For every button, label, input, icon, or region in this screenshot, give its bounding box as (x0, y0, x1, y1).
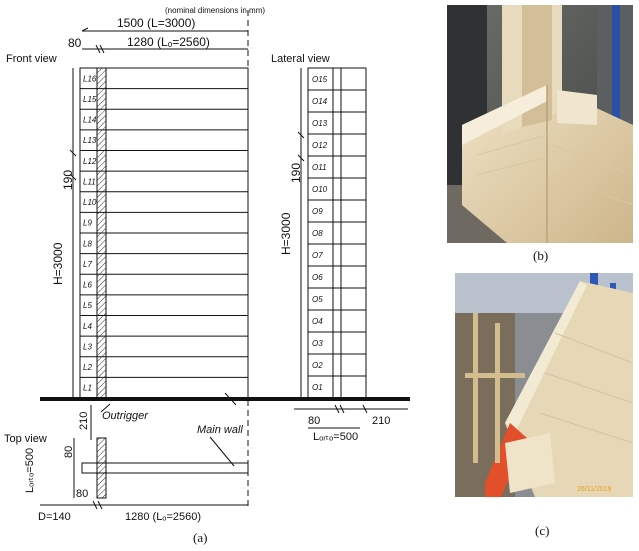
lateral-layer-label: O12 (312, 141, 328, 150)
front-layer-label: L5 (83, 301, 92, 310)
dim-tick (92, 500, 98, 510)
bottom-dim-depth: D=140 (38, 511, 71, 523)
photo-c-image: 26/11/2019 (455, 273, 633, 497)
photo-b-image (447, 5, 633, 243)
main-wall-section-top (81, 462, 249, 474)
main-wall-label: Main wall (197, 424, 243, 436)
caption-panel-b: (b) (533, 248, 549, 263)
lateral-layer-label: O1 (312, 383, 323, 392)
lateral-layer-label: O9 (312, 207, 323, 216)
front-layer-label: L7 (83, 260, 92, 269)
lateral-layer-label: O13 (312, 119, 328, 128)
dim-arrow-left (81, 27, 89, 32)
dim-tick (95, 44, 101, 54)
lateral-layer-label: O14 (312, 97, 328, 106)
front-layer-label: L10 (83, 198, 97, 207)
dim-wall-length: 1280 (Lₒ=2560) (127, 35, 210, 49)
lateral-layer-label: O2 (312, 361, 323, 370)
layer-height-label-lateral: 190 (289, 163, 303, 183)
lateral-dim-210: 210 (372, 415, 390, 427)
front-layer-label: L6 (83, 281, 92, 290)
height-label-front: H=3000 (51, 242, 65, 285)
caption-panel-a: (a) (193, 530, 208, 545)
outrigger-leader (100, 403, 111, 413)
dim-tick (334, 404, 340, 414)
top-dim-80-vertical: 80 (63, 446, 75, 458)
photo-panel-c: 26/11/2019 (455, 273, 633, 497)
front-layer-label: L3 (83, 342, 92, 351)
lateral-outrigger-strip (332, 67, 342, 399)
lateral-layer-label: O3 (312, 339, 323, 348)
main-wall-leader (209, 436, 235, 467)
outrigger-label: Outrigger (102, 410, 149, 422)
front-layer-label: L12 (83, 157, 97, 166)
lateral-main-wall (340, 67, 367, 399)
dim-tick (69, 149, 77, 157)
lateral-layer-label: O10 (312, 185, 328, 194)
dim-tick (339, 404, 345, 414)
dim-tick (297, 131, 305, 139)
lateral-dim-80: 80 (308, 415, 320, 427)
lateral-layer-label: O15 (312, 75, 328, 84)
photo-c-date-stamp: 26/11/2019 (577, 486, 612, 493)
lateral-layer-label: O6 (312, 273, 323, 282)
nominal-dimensions-note: (nominal dimensions in mm) (165, 6, 265, 15)
dim-tick (362, 404, 368, 414)
front-layer-label: L4 (83, 322, 92, 331)
lateral-dim-lorto: Lₒᵣₜₒ=500 (313, 431, 358, 443)
front-layer-label: L14 (83, 116, 97, 125)
photo-panel-b (447, 5, 633, 243)
front-view-label: Front view (6, 53, 57, 65)
bottom-dim-wall: 1280 (Lₒ=2560) (125, 511, 201, 523)
lateral-layer-label: O4 (312, 317, 323, 326)
outrigger-section-front (96, 67, 107, 399)
dim-tick (69, 173, 77, 181)
dim-total-length: 1500 (L=3000) (117, 16, 195, 30)
front-layer-label: L9 (83, 219, 92, 228)
layer-height-label-front: 190 (61, 170, 75, 190)
height-label-lateral: H=3000 (279, 212, 293, 255)
lateral-view-label: Lateral view (271, 53, 330, 65)
caption-panel-c: (c) (535, 523, 550, 538)
dim-tick (99, 44, 105, 54)
dim-tick (97, 500, 103, 510)
top-dim-80-horizontal: 80 (76, 488, 88, 500)
lateral-layer-label: O7 (312, 251, 323, 260)
top-dim-lorto: Lₒᵣₜₒ=500 (24, 448, 36, 493)
lateral-layer-label: O8 (312, 229, 323, 238)
top-view-label: Top view (4, 433, 47, 445)
top-dim-210: 210 (78, 412, 90, 430)
front-layer-label: L1 (83, 384, 92, 393)
lateral-layer-label: O5 (312, 295, 323, 304)
outrigger-section-top (96, 437, 107, 499)
lateral-layer-label: O11 (312, 163, 327, 172)
front-layer-label: L8 (83, 239, 92, 248)
dim-outrigger-offset: 80 (68, 36, 82, 50)
front-layer-label: L15 (83, 95, 97, 104)
front-layer-label: L2 (83, 363, 92, 372)
front-leader (224, 392, 237, 406)
front-layer-label: L11 (83, 177, 96, 186)
front-layer-label: L16 (83, 74, 97, 83)
front-layer-label: L13 (83, 136, 97, 145)
dim-tick (297, 154, 305, 162)
